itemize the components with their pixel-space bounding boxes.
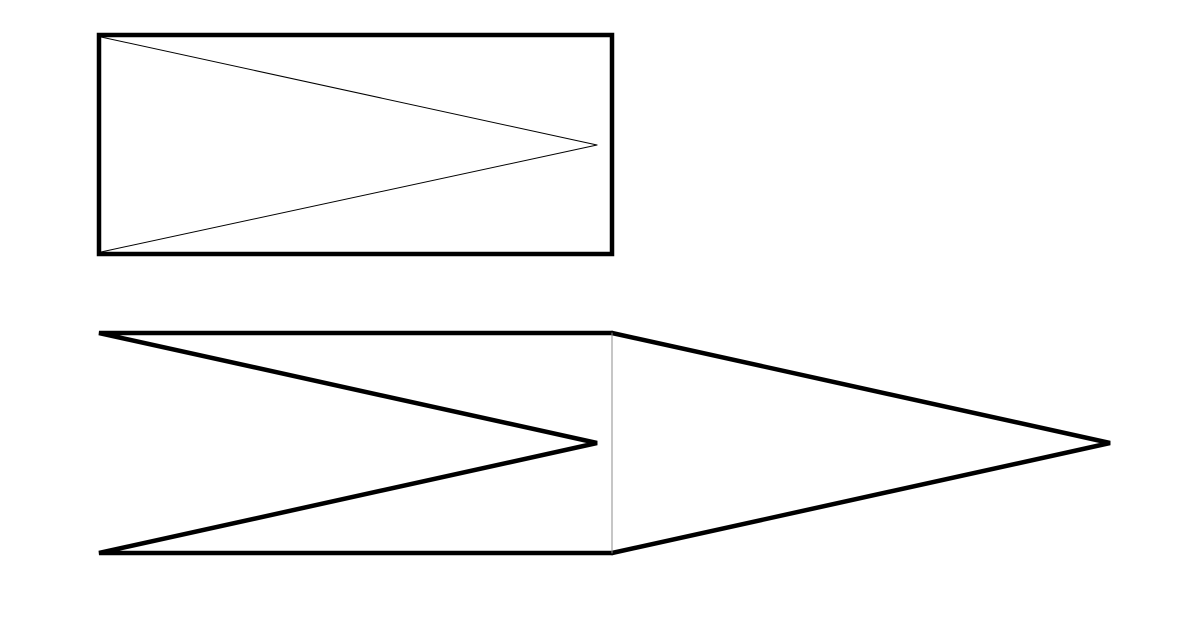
figure-rearranged-shape bbox=[98, 330, 1111, 556]
arrow-point bbox=[609, 330, 1111, 556]
rectangle-outline bbox=[96, 32, 615, 257]
triangle-upper-edge bbox=[100, 36, 598, 146]
figure-rectangle-with-triangle bbox=[96, 32, 615, 257]
triangle-lower-edge bbox=[100, 144, 598, 253]
notched-outline bbox=[98, 330, 615, 556]
